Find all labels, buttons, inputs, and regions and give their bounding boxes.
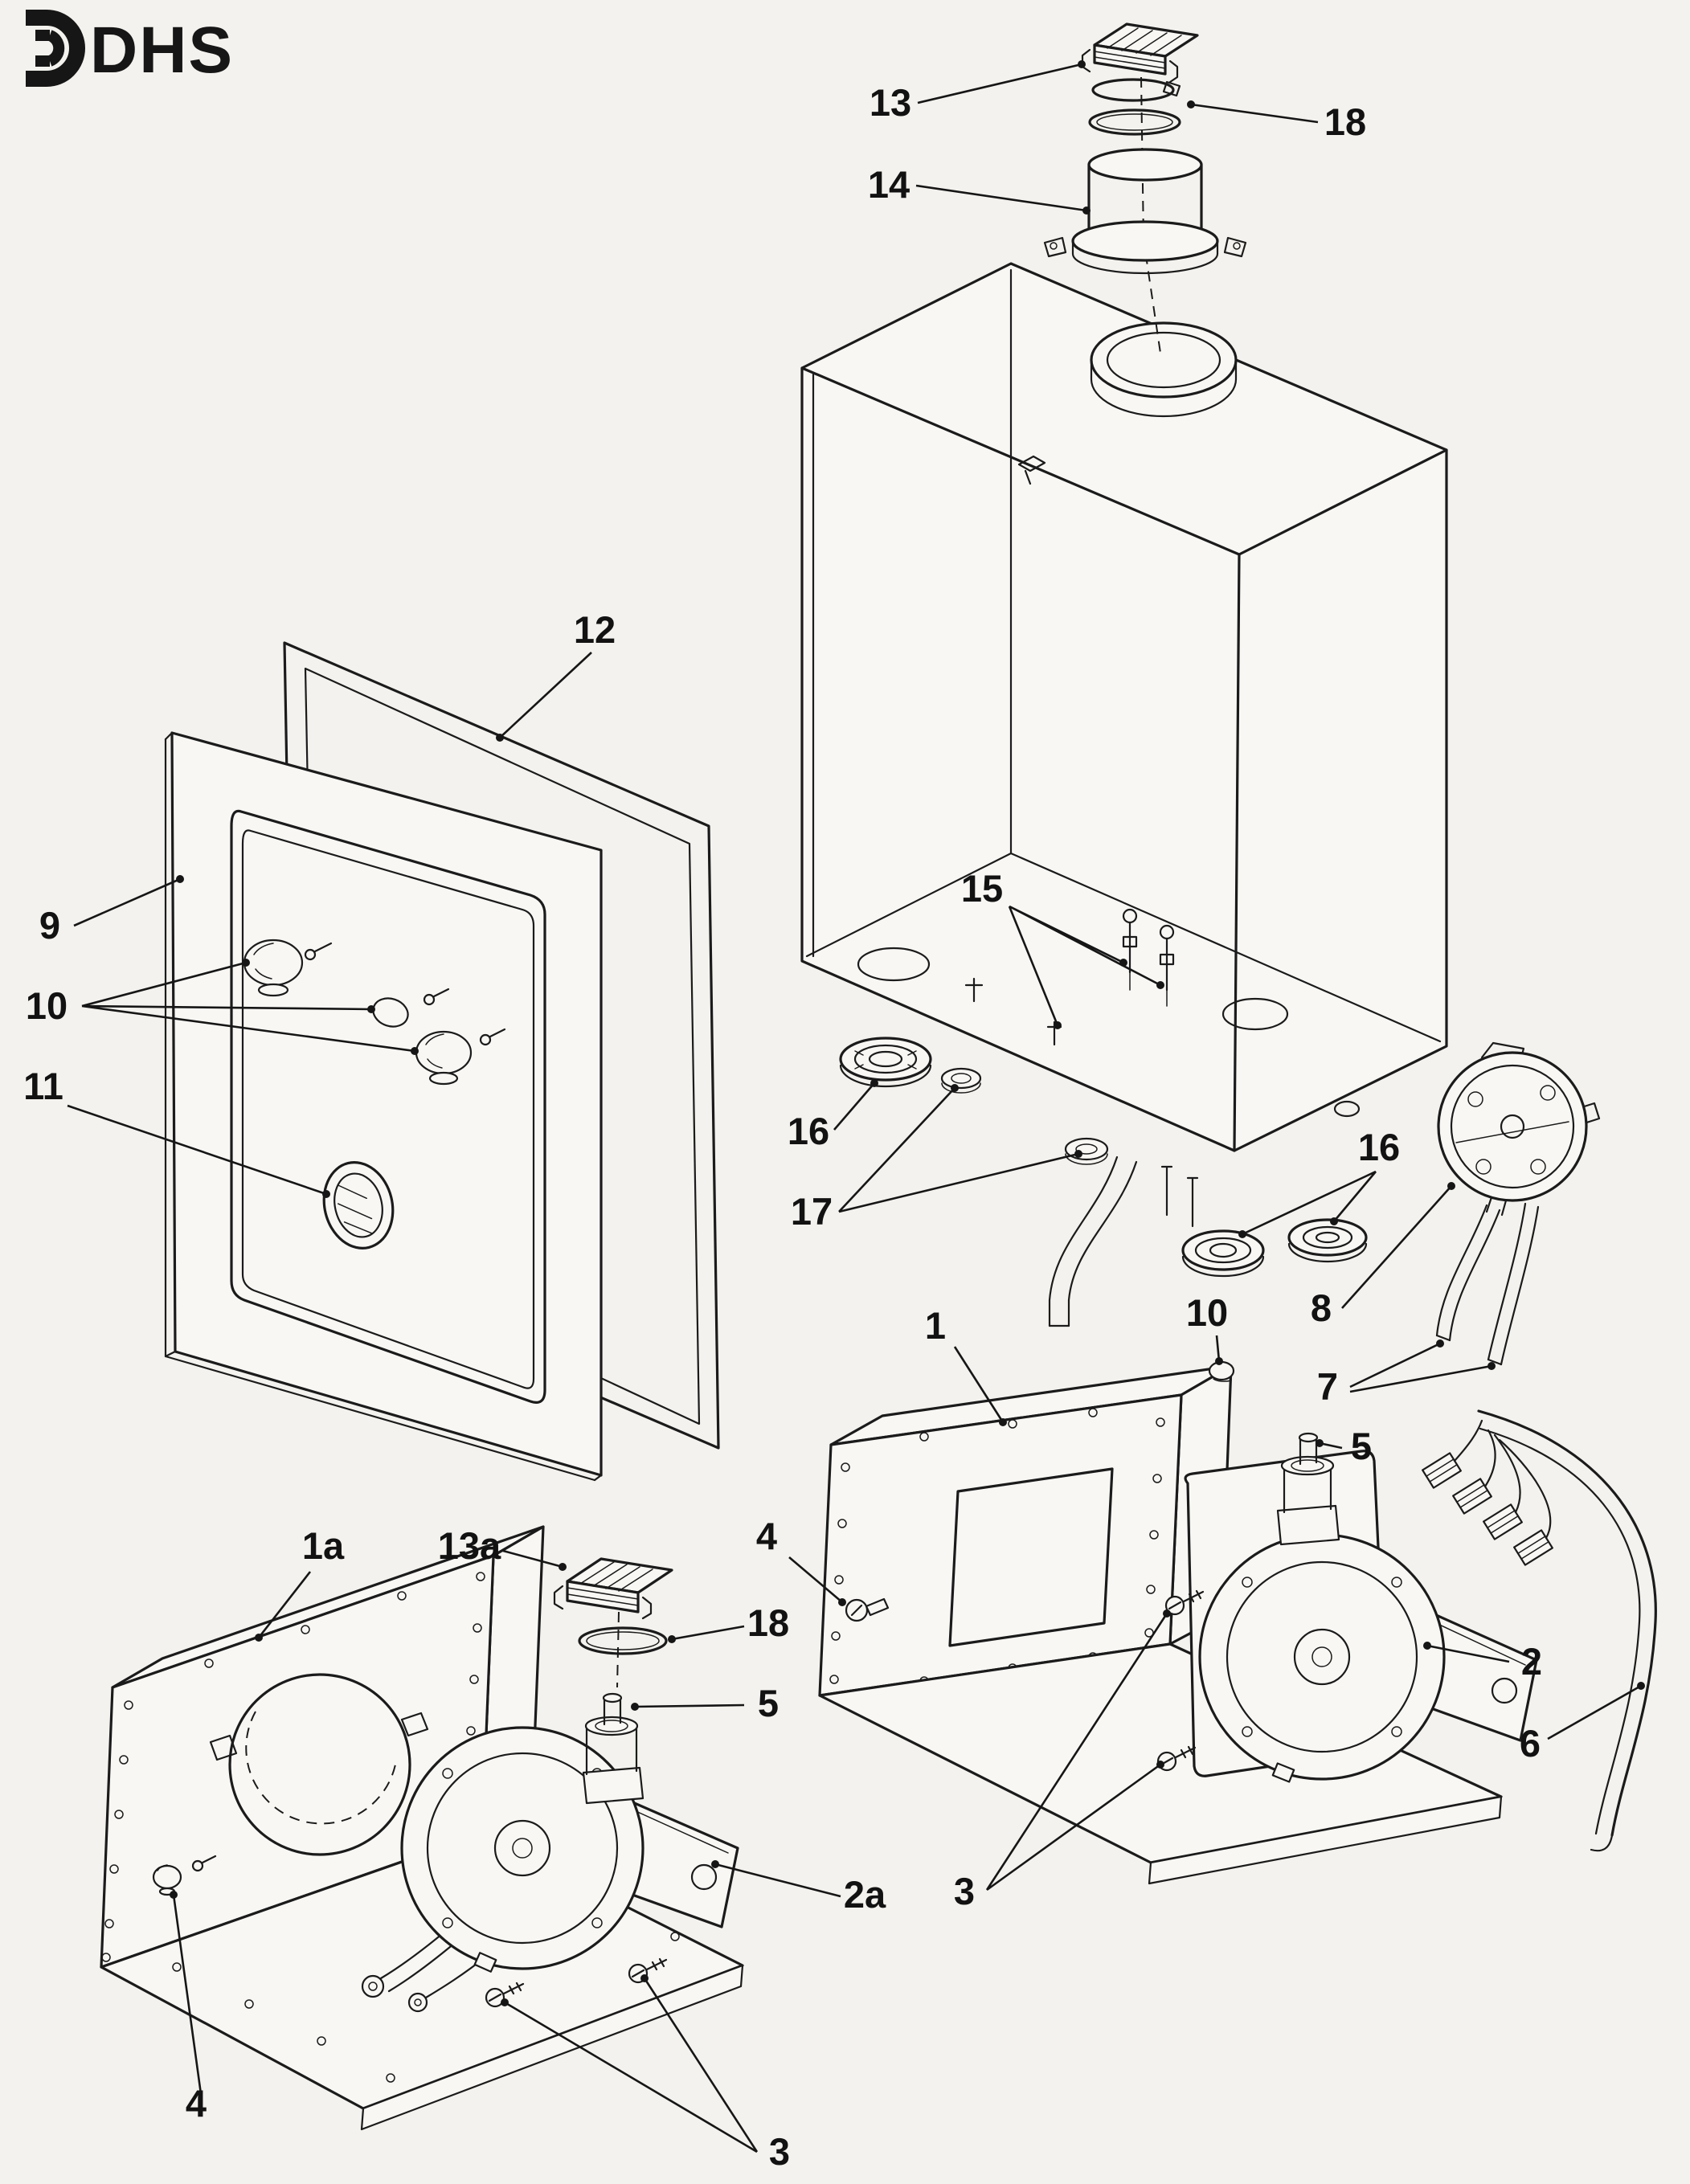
part-16-grommet-right-1 (1181, 1229, 1265, 1278)
callout-4-left: 4 (170, 1891, 207, 2125)
callout-15: 15 (961, 867, 1164, 1029)
svg-text:12: 12 (574, 608, 616, 651)
svg-text:16: 16 (788, 1110, 829, 1152)
svg-text:2a: 2a (844, 1873, 886, 1916)
svg-text:13: 13 (870, 81, 911, 124)
svg-text:18: 18 (747, 1601, 789, 1644)
callout-7: 7 (1317, 1339, 1496, 1408)
callout-3-right: 3 (954, 1609, 1171, 1912)
dhs-logo: DHS (26, 10, 234, 87)
callout-3-left: 3 (501, 1974, 790, 2173)
svg-text:6: 6 (1520, 1722, 1541, 1765)
part-2-fan-assembly (1184, 1450, 1538, 1783)
callout-9: 9 (39, 875, 184, 947)
svg-text:5: 5 (758, 1682, 779, 1724)
part-chamber-casing (800, 262, 1448, 1327)
part-13a-flue-grille (553, 1557, 673, 1620)
callout-12: 12 (496, 608, 616, 742)
svg-text:5: 5 (1351, 1425, 1372, 1467)
part-10-door-plugs (243, 939, 506, 1086)
callout-17: 17 (791, 1084, 1082, 1233)
callout-5-left: 5 (631, 1682, 779, 1724)
callout-1a: 1a (255, 1524, 345, 1642)
svg-text:4: 4 (756, 1515, 777, 1557)
part-16-grommet-large (839, 1037, 932, 1088)
svg-text:1a: 1a (302, 1524, 345, 1567)
svg-text:3: 3 (954, 1870, 975, 1912)
callout-5-right: 5 (1316, 1425, 1372, 1467)
callouts: 13 18 14 12 9 10 11 15 (23, 60, 1645, 2173)
svg-text:18: 18 (1324, 100, 1366, 143)
callout-13: 13 (870, 60, 1086, 124)
part-15-electrodes (1122, 908, 1175, 1007)
part-18-o-ring-top (1088, 108, 1181, 136)
svg-text:16: 16 (1358, 1126, 1400, 1168)
callout-18-top: 18 (1187, 100, 1366, 143)
callout-2a: 2a (711, 1860, 886, 1916)
part-18-o-ring-left (578, 1626, 668, 1655)
callout-8: 8 (1311, 1182, 1455, 1329)
part-14-flue-collar (1043, 148, 1247, 275)
part-13-flue-grille (1081, 22, 1199, 84)
part-6-wiring-harness (1422, 1409, 1657, 1852)
part-5-venturi-right (1280, 1432, 1335, 1514)
callout-16-right: 16 (1238, 1126, 1400, 1238)
svg-text:15: 15 (961, 867, 1003, 910)
callout-16-left: 16 (788, 1079, 878, 1152)
dhs-logo-icon (26, 10, 85, 87)
callout-11: 11 (23, 1065, 330, 1198)
svg-text:9: 9 (39, 904, 60, 947)
callout-1: 1 (925, 1304, 1007, 1426)
svg-text:1: 1 (925, 1304, 946, 1347)
svg-text:3: 3 (769, 2130, 790, 2173)
part-5-venturi-left (584, 1692, 639, 1776)
callout-6: 6 (1520, 1682, 1645, 1765)
svg-text:17: 17 (791, 1190, 833, 1233)
part-11-sight-glass (322, 1161, 395, 1249)
svg-text:10: 10 (1186, 1291, 1228, 1334)
part-17-grommet-small-2 (1064, 1137, 1109, 1165)
part-4-screw-right (845, 1597, 890, 1622)
svg-text:11: 11 (23, 1065, 63, 1107)
callout-14: 14 (868, 163, 1091, 215)
part-flue-clamp-ring (1091, 78, 1181, 102)
part-7-silicone-tubes (1435, 1202, 1540, 1366)
callout-2: 2 (1423, 1640, 1542, 1683)
svg-text:4: 4 (186, 2082, 207, 2125)
svg-text:13a: 13a (438, 1524, 501, 1567)
part-17-grommet-small-1 (940, 1067, 982, 1094)
svg-text:10: 10 (26, 984, 68, 1027)
svg-text:14: 14 (868, 163, 910, 206)
part-2a-fan-assembly (361, 1726, 739, 2013)
svg-text:2: 2 (1521, 1640, 1542, 1683)
callout-10-door: 10 (26, 959, 419, 1055)
callout-4-right: 4 (756, 1515, 846, 1606)
part-8-pressure-switch (1437, 1041, 1601, 1217)
part-16-grommet-right-2 (1287, 1218, 1368, 1263)
svg-text:8: 8 (1311, 1286, 1332, 1329)
callout-13a: 13a (438, 1524, 567, 1571)
dhs-logo-text: DHS (90, 14, 234, 87)
part-9-front-door (164, 731, 603, 1482)
callout-10-air-box: 10 (1186, 1291, 1228, 1365)
callout-18-left: 18 (668, 1601, 789, 1644)
svg-text:7: 7 (1317, 1365, 1338, 1408)
